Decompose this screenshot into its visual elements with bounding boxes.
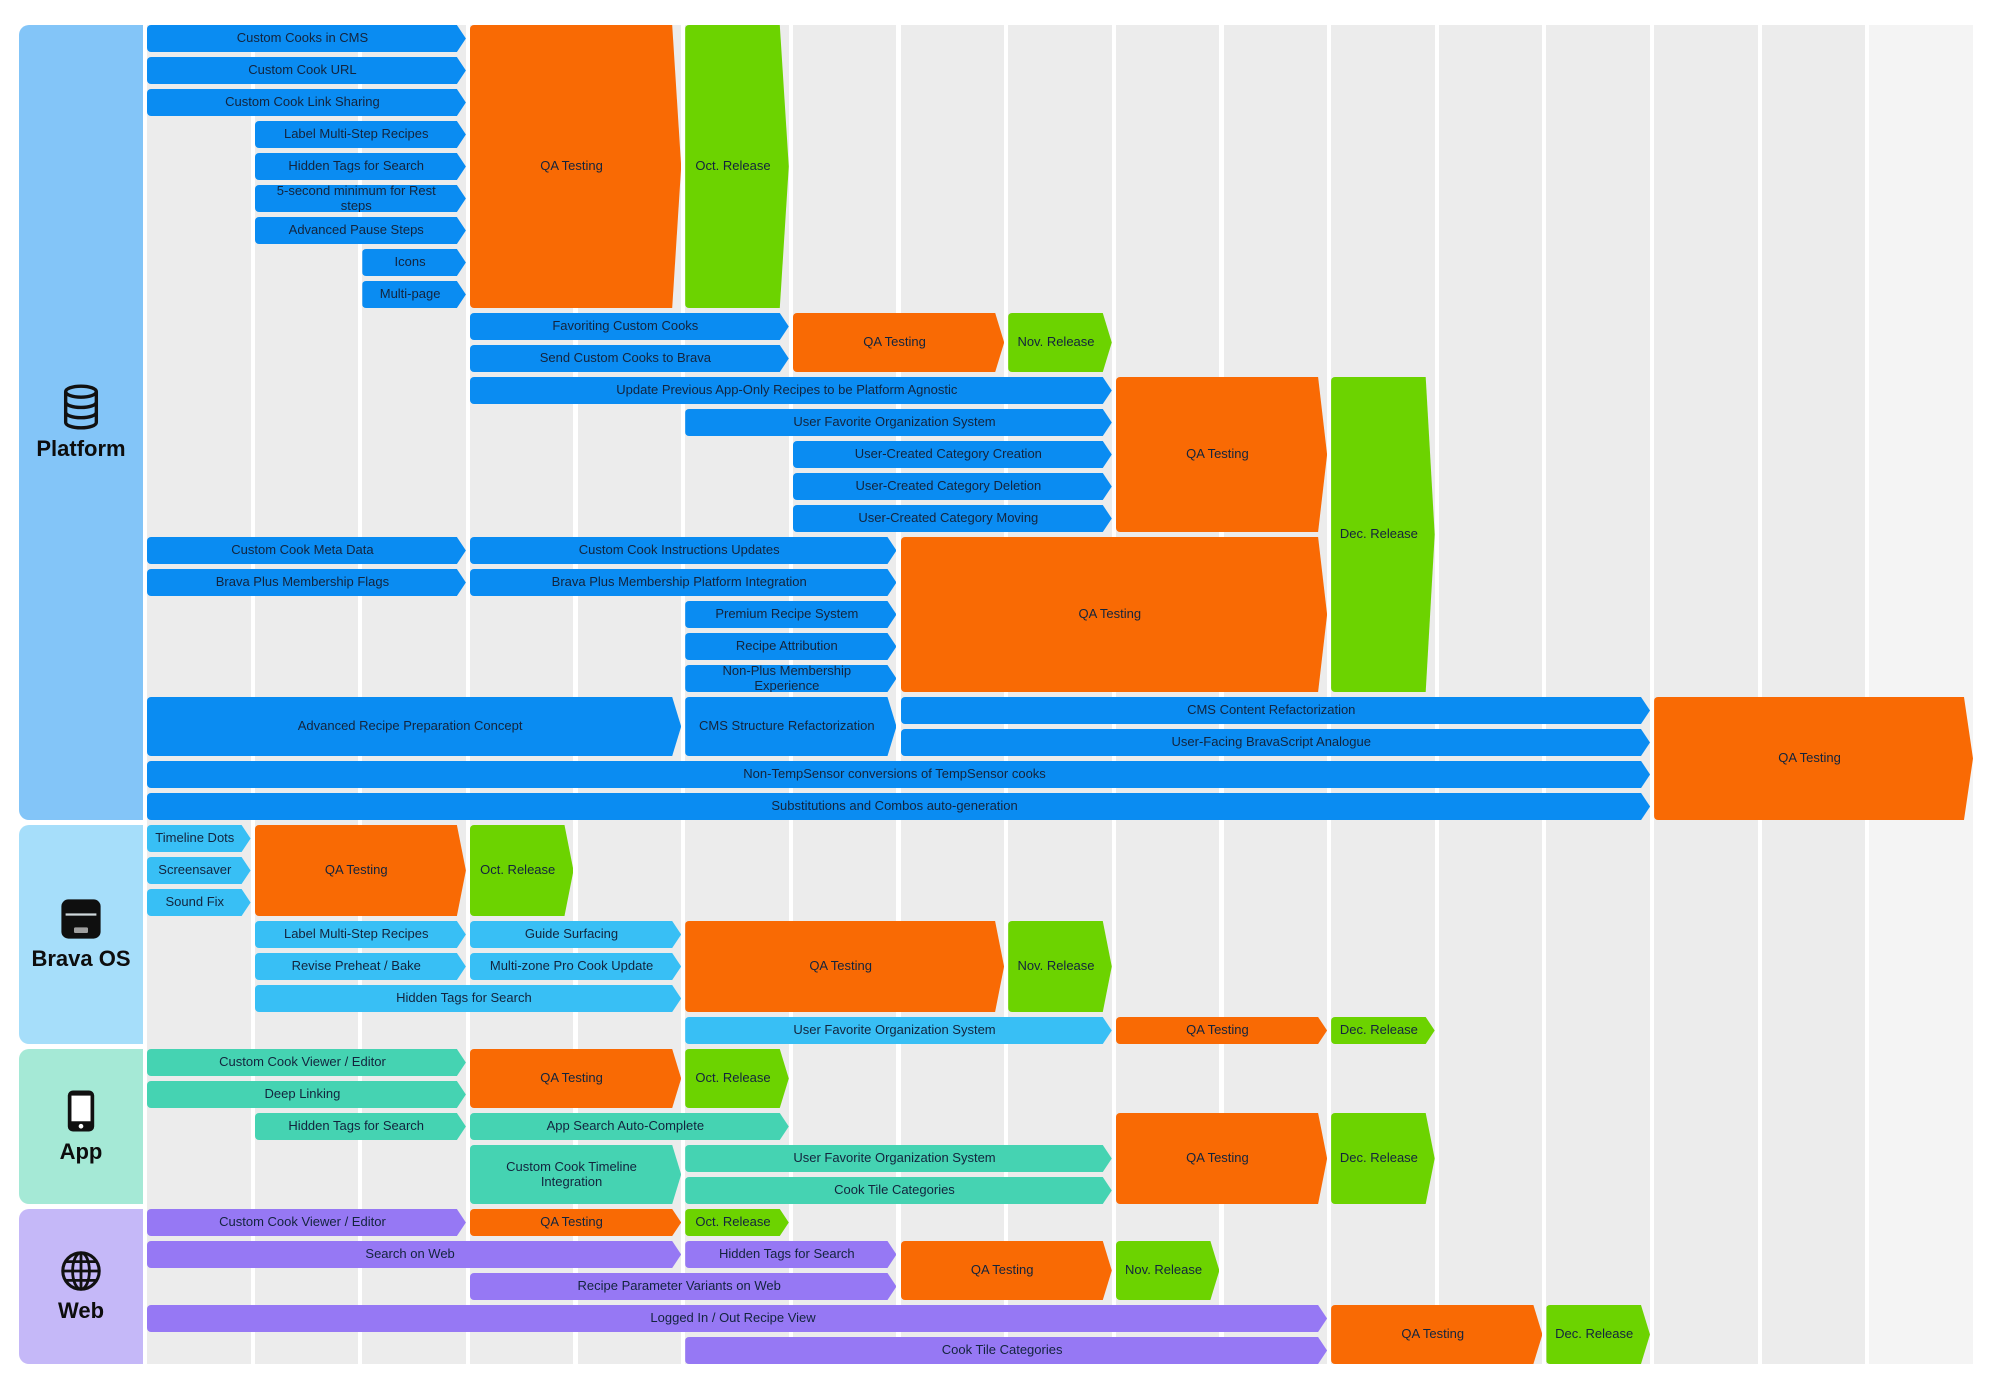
web-qa-testing-block: QA Testing (1331, 1305, 1542, 1364)
platform-update-previous-app-only-recipes-to-be-platform-agnostic-bar: Update Previous App-Only Recipes to be P… (470, 377, 1112, 404)
brava-os-revise-preheat-bake-bar: Revise Preheat / Bake (255, 953, 466, 980)
brava-os-sound-fix-bar: Sound Fix (147, 889, 251, 916)
platform-send-custom-cooks-to-brava-bar: Send Custom Cooks to Brava (470, 345, 789, 372)
web-search-on-web-bar: Search on Web (147, 1241, 681, 1268)
timeline-column (1546, 25, 1650, 1364)
timeline-column (1869, 25, 1973, 1364)
timeline-column (792, 25, 897, 1364)
section-name: Brava OS (31, 945, 131, 971)
platform-multi-page-bar: Multi-page (362, 281, 466, 308)
app-deep-linking-bar: Deep Linking (147, 1081, 466, 1108)
timeline-column (900, 25, 1005, 1364)
app-hidden-tags-for-search-bar: Hidden Tags for Search (255, 1113, 466, 1140)
platform-non-tempsensor-conversions-of-tempsensor-cooks-bar: Non-TempSensor conversions of TempSensor… (147, 761, 1650, 788)
platform-qa-testing-block: QA Testing (1654, 697, 1973, 820)
brava-os-guide-surfacing-bar: Guide Surfacing (470, 921, 681, 948)
app-custom-cook-viewer-editor-bar: Custom Cook Viewer / Editor (147, 1049, 466, 1076)
platform-substitutions-and-combos-auto-generation-bar: Substitutions and Combos auto-generation (147, 793, 1650, 820)
section-name: App (59, 1138, 103, 1164)
app-cook-tile-categories-bar: Cook Tile Categories (685, 1177, 1112, 1204)
platform-qa-testing-block: QA Testing (901, 537, 1328, 692)
section-name: Platform (36, 435, 126, 461)
timeline-column (1008, 25, 1112, 1364)
web-hidden-tags-for-search-bar: Hidden Tags for Search (685, 1241, 896, 1268)
section-label-web: Web (19, 1209, 143, 1364)
platform-recipe-attribution-bar: Recipe Attribution (685, 633, 896, 660)
platform-custom-cook-link-sharing-bar: Custom Cook Link Sharing (147, 89, 466, 116)
app-user-favorite-organization-system-bar: User Favorite Organization System (685, 1145, 1112, 1172)
platform-user-created-category-deletion-bar: User-Created Category Deletion (793, 473, 1112, 500)
platform-custom-cooks-in-cms-bar: Custom Cooks in CMS (147, 25, 466, 52)
app-qa-testing-block: QA Testing (470, 1049, 681, 1108)
app-custom-cook-timeline-integration-bar: Custom Cook Timeline Integration (470, 1145, 681, 1204)
platform-dec-release-block: Dec. Release (1331, 377, 1435, 692)
timeline-column (1654, 25, 1758, 1364)
brava-os-qa-testing-block: QA Testing (255, 825, 466, 916)
database-icon (61, 383, 101, 430)
brava-os-user-favorite-organization-system-bar: User Favorite Organization System (685, 1017, 1112, 1044)
brava-os-qa-testing-block: QA Testing (685, 921, 1004, 1012)
platform-custom-cook-meta-data-bar: Custom Cook Meta Data (147, 537, 466, 564)
timeline-column (254, 25, 359, 1364)
section-label-platform: Platform (19, 25, 143, 820)
brava-os-timeline-dots-bar: Timeline Dots (147, 825, 251, 852)
platform-qa-testing-block: QA Testing (793, 313, 1004, 372)
web-logged-in-out-recipe-view-bar: Logged In / Out Recipe View (147, 1305, 1327, 1332)
brava-os-hidden-tags-for-search-bar: Hidden Tags for Search (255, 985, 682, 1012)
platform-user-favorite-organization-system-bar: User Favorite Organization System (685, 409, 1112, 436)
platform-user-created-category-moving-bar: User-Created Category Moving (793, 505, 1112, 532)
platform-cms-content-refactorization-bar: CMS Content Refactorization (901, 697, 1651, 724)
platform-brava-plus-membership-platform-integration-bar: Brava Plus Membership Platform Integrati… (470, 569, 897, 596)
web-qa-testing-block: QA Testing (470, 1209, 681, 1236)
timeline-column (1438, 25, 1543, 1364)
brava-os-oct-release-block: Oct. Release (470, 825, 574, 916)
web-qa-testing-block: QA Testing (901, 1241, 1112, 1300)
platform-user-created-category-creation-bar: User-Created Category Creation (793, 441, 1112, 468)
timeline-column (1761, 25, 1866, 1364)
platform-cms-structure-refactorization-bar: CMS Structure Refactorization (685, 697, 896, 756)
app-app-search-auto-complete-bar: App Search Auto-Complete (470, 1113, 789, 1140)
platform-oct-release-block: Oct. Release (685, 25, 789, 308)
section-name: Web (57, 1297, 105, 1323)
platform-user-facing-bravascript-analogue-bar: User-Facing BravaScript Analogue (901, 729, 1651, 756)
app-dec-release-block: Dec. Release (1331, 1113, 1435, 1204)
app-oct-release-block: Oct. Release (685, 1049, 789, 1108)
platform-advanced-recipe-preparation-concept-bar: Advanced Recipe Preparation Concept (147, 697, 681, 756)
timeline-column (147, 25, 251, 1364)
brava-os-qa-testing-block: QA Testing (1116, 1017, 1327, 1044)
section-label-brava-os: Brava OS (19, 825, 143, 1044)
globe-icon (60, 1250, 102, 1292)
web-custom-cook-viewer-editor-bar: Custom Cook Viewer / Editor (147, 1209, 466, 1236)
platform-qa-testing-block: QA Testing (470, 25, 681, 308)
platform-label-multi-step-recipes-bar: Label Multi-Step Recipes (255, 121, 466, 148)
platform-custom-cook-instructions-updates-bar: Custom Cook Instructions Updates (470, 537, 897, 564)
platform-favoriting-custom-cooks-bar: Favoriting Custom Cooks (470, 313, 789, 340)
brava-os-nov-release-block: Nov. Release (1008, 921, 1112, 1012)
platform-non-plus-membership-experience-bar: Non-Plus Membership Experience (685, 665, 896, 692)
smartphone-icon (66, 1089, 96, 1133)
brava-os-screensaver-bar: Screensaver (147, 857, 251, 884)
platform-advanced-pause-steps-bar: Advanced Pause Steps (255, 217, 466, 244)
section-label-app: App (19, 1049, 143, 1204)
timeline-column (362, 25, 466, 1364)
platform-qa-testing-block: QA Testing (1116, 377, 1327, 532)
platform-premium-recipe-system-bar: Premium Recipe System (685, 601, 896, 628)
web-recipe-parameter-variants-on-web-bar: Recipe Parameter Variants on Web (470, 1273, 897, 1300)
platform-5-second-minimum-for-rest-steps-bar: 5-second minimum for Rest steps (255, 185, 466, 212)
web-dec-release-block: Dec. Release (1546, 1305, 1650, 1364)
brava-os-multi-zone-pro-cook-update-bar: Multi-zone Pro Cook Update (470, 953, 681, 980)
platform-icons-bar: Icons (362, 249, 466, 276)
web-cook-tile-categories-bar: Cook Tile Categories (685, 1337, 1327, 1364)
app-qa-testing-block: QA Testing (1116, 1113, 1327, 1204)
platform-hidden-tags-for-search-bar: Hidden Tags for Search (255, 153, 466, 180)
web-oct-release-block: Oct. Release (685, 1209, 789, 1236)
web-nov-release-block: Nov. Release (1116, 1241, 1220, 1300)
brava-os-dec-release-block: Dec. Release (1331, 1017, 1435, 1044)
platform-nov-release-block: Nov. Release (1008, 313, 1112, 372)
oven-device-icon (60, 898, 102, 940)
platform-brava-plus-membership-flags-bar: Brava Plus Membership Flags (147, 569, 466, 596)
brava-os-label-multi-step-recipes-bar: Label Multi-Step Recipes (255, 921, 466, 948)
platform-custom-cook-url-bar: Custom Cook URL (147, 57, 466, 84)
